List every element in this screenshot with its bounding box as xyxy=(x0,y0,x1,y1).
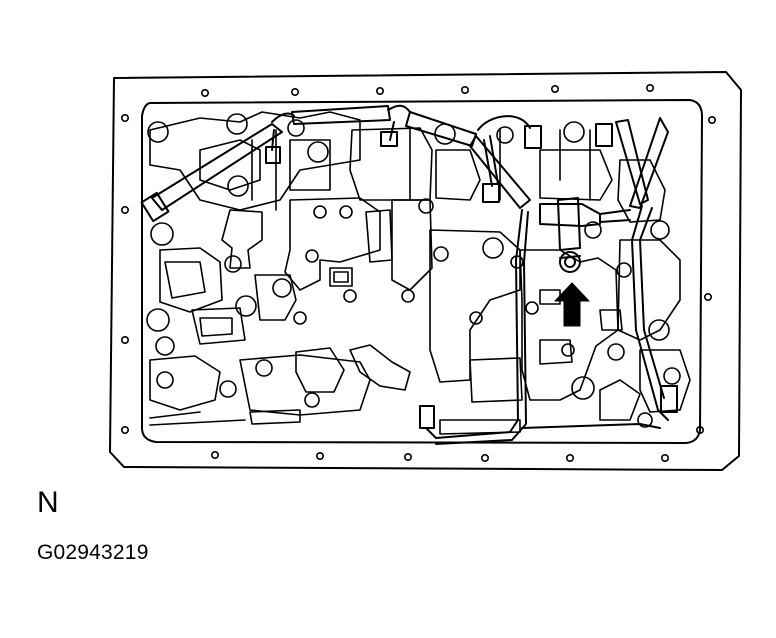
figure-id: G02943219 xyxy=(37,541,149,564)
connectors xyxy=(140,123,678,429)
connector-icon xyxy=(482,183,500,203)
connector-icon xyxy=(265,146,281,164)
harness-diagonal-tube xyxy=(469,135,531,209)
harness-right-tube xyxy=(629,117,669,209)
connector-icon xyxy=(524,125,542,149)
upper-valve-body-passages xyxy=(149,111,691,435)
harness-mid-tube xyxy=(405,111,477,147)
harness-upper-tube xyxy=(291,105,391,125)
view-letter: N xyxy=(37,486,59,519)
connector-icon xyxy=(660,385,678,413)
valve-body-rim xyxy=(141,99,703,444)
connector-icon xyxy=(380,131,398,147)
wiring-harness xyxy=(151,104,669,445)
connector-icon xyxy=(419,405,435,429)
pan-flange-outline xyxy=(109,71,742,471)
connector-icon xyxy=(595,123,613,147)
valve-body-diagram xyxy=(109,71,742,471)
flange-bolt-holes xyxy=(121,84,716,462)
harness-left-tube xyxy=(151,123,283,211)
bolt-icon xyxy=(557,197,581,273)
check-balls xyxy=(146,113,681,428)
connector-icon xyxy=(140,191,170,223)
arrow-up-icon xyxy=(554,282,590,327)
